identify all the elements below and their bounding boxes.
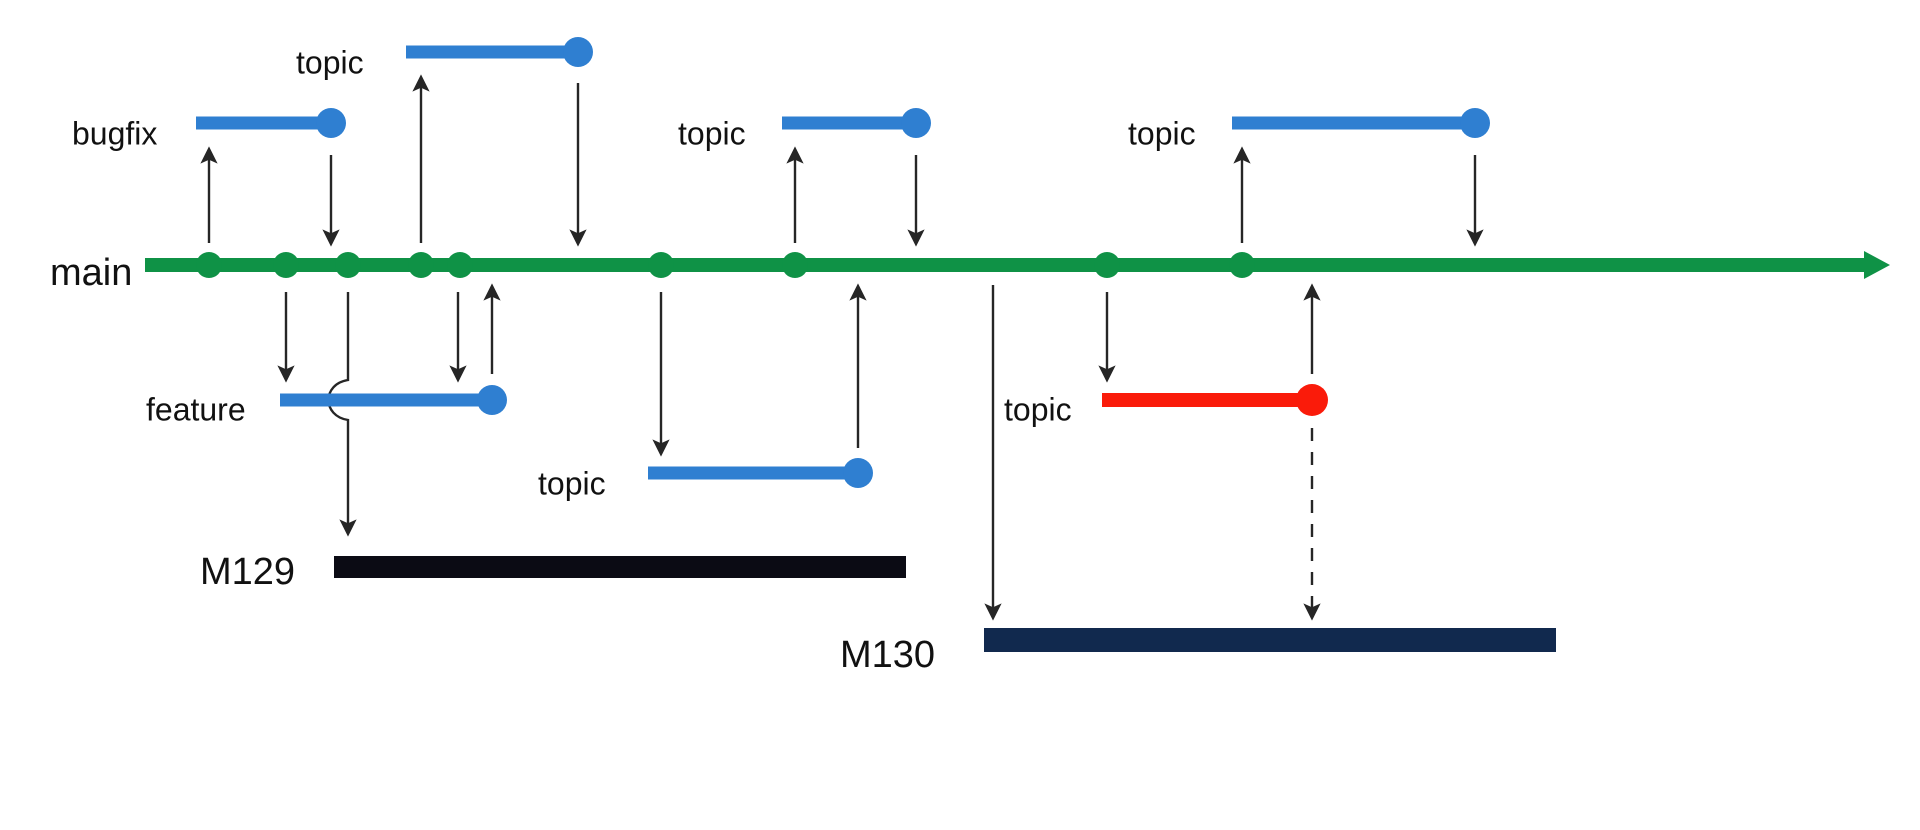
branch-label-topic-right: topic — [1128, 115, 1196, 151]
branch-head-dot-feature — [477, 385, 507, 415]
main-branch-line — [145, 258, 1864, 272]
branch-bar-topic-red — [1102, 393, 1312, 407]
branch-head-dot-topic-right — [1460, 108, 1490, 138]
branch-head-dot-topic-top — [563, 37, 593, 67]
branch-bar-topic-top — [406, 45, 578, 59]
main-commit-dot — [782, 252, 808, 278]
main-commit-dot — [273, 252, 299, 278]
main-commit-dot — [648, 252, 674, 278]
branch-bar-topic-right — [1232, 116, 1475, 130]
milestone-bar-m130 — [984, 628, 1556, 652]
main-commit-dot — [1229, 252, 1255, 278]
branch-label-bugfix: bugfix — [72, 115, 157, 151]
milestone-label-m129: M129 — [200, 551, 295, 593]
branch-label-topic-top: topic — [296, 44, 364, 80]
branch-head-dot-topic-lower — [843, 458, 873, 488]
branch-bar-topic-lower — [648, 466, 858, 480]
branch-bar-topic-mid — [782, 116, 916, 130]
milestone-bar-m129 — [334, 556, 906, 578]
branch-label-feature: feature — [146, 391, 246, 427]
main-branch-label: main — [50, 252, 132, 294]
branch-arrow-main-to-m129 — [327, 292, 357, 537]
arrows-layer — [200, 74, 1484, 621]
main-commit-dot — [408, 252, 434, 278]
main-commit-dot — [335, 252, 361, 278]
branch-label-topic-mid: topic — [678, 115, 746, 151]
milestone-label-m130: M130 — [840, 634, 935, 676]
branch-bars-layer — [196, 37, 1490, 488]
branch-bar-feature — [280, 393, 492, 407]
branch-label-topic-lower: topic — [538, 465, 606, 501]
branch-head-dot-topic-mid — [901, 108, 931, 138]
main-branch-arrowhead-icon — [1864, 251, 1890, 279]
labels-layer: main topic bugfix topic topic feature topic top… — [50, 44, 1196, 676]
branch-head-dot-bugfix — [316, 108, 346, 138]
main-commit-dot — [447, 252, 473, 278]
milestone-bars-layer — [334, 556, 1556, 652]
main-commit-dot — [196, 252, 222, 278]
branch-head-dot-topic-red — [1296, 384, 1328, 416]
branch-label-topic-red: topic — [1004, 391, 1072, 427]
branch-bar-bugfix — [196, 116, 331, 130]
main-commit-dot — [1094, 252, 1120, 278]
main-branch-layer — [145, 251, 1890, 279]
